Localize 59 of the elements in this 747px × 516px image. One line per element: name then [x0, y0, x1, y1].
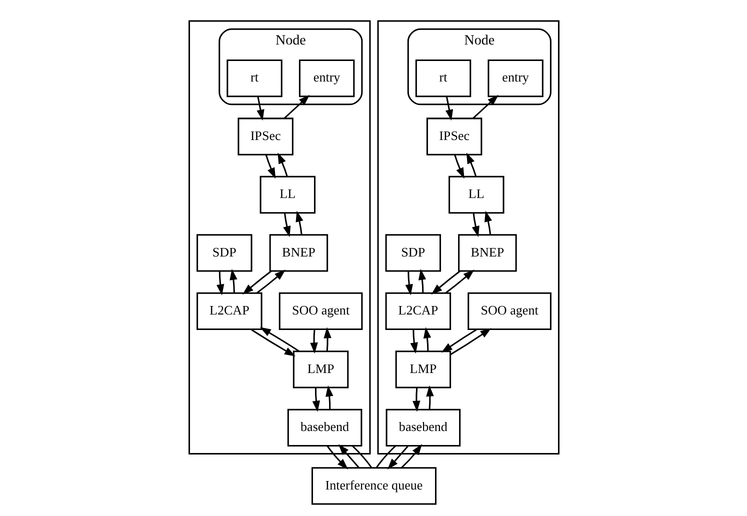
arrow	[264, 154, 276, 178]
node-box: LL	[448, 175, 504, 214]
node-box: entry	[487, 58, 543, 97]
arrow	[338, 444, 360, 468]
arrow	[282, 212, 290, 237]
arrow	[400, 444, 422, 468]
node-box: SOO agent	[467, 292, 551, 330]
arrow	[325, 384, 333, 410]
arrow	[256, 269, 286, 294]
node-box: Interference queue	[311, 466, 436, 504]
arrow	[256, 96, 264, 120]
node-box: SDP	[384, 234, 441, 272]
connector	[375, 444, 396, 468]
node-box: IPSec	[426, 117, 482, 155]
arrow	[250, 328, 296, 356]
arrow	[323, 326, 331, 351]
node-box: SDP	[196, 234, 252, 272]
arrow	[412, 387, 420, 412]
node-box: BNEP	[268, 234, 328, 272]
arrow	[454, 154, 464, 178]
arrow	[310, 328, 318, 354]
arrow	[472, 94, 498, 118]
node-box: BNEP	[458, 234, 516, 272]
arrow	[466, 152, 476, 176]
arrow	[242, 270, 272, 294]
node-box: rt	[414, 58, 471, 97]
node-box: L2CAP	[384, 292, 451, 330]
arrow	[418, 268, 426, 293]
arrow	[471, 212, 479, 237]
arrow	[450, 328, 491, 355]
arrow	[484, 210, 492, 234]
arrow	[277, 152, 288, 176]
node-box: basebend	[286, 408, 362, 446]
arrow	[312, 387, 320, 412]
arrow	[295, 210, 303, 234]
node-box: LMP	[394, 350, 451, 388]
node-box: LL	[259, 175, 316, 214]
node-box: L2CAP	[196, 292, 262, 330]
arrow	[444, 96, 453, 120]
arrow	[430, 270, 460, 294]
arrow	[440, 328, 477, 352]
node-box: IPSec	[237, 117, 293, 155]
arrow	[444, 269, 474, 294]
arrow	[422, 326, 431, 351]
arrow	[216, 270, 224, 295]
node-box: LMP	[292, 350, 348, 388]
arrow	[426, 384, 434, 410]
arrow	[404, 270, 412, 295]
arrow	[229, 268, 237, 293]
arrow	[386, 444, 408, 470]
connector	[351, 444, 372, 468]
arrow	[326, 444, 348, 469]
node-box: basebend	[385, 408, 460, 446]
arrow	[283, 94, 310, 118]
node-box: entry	[298, 58, 354, 97]
node-box: rt	[226, 58, 282, 97]
arrow	[259, 326, 300, 352]
arrow	[410, 328, 418, 354]
node-box: SOO agent	[278, 292, 362, 330]
